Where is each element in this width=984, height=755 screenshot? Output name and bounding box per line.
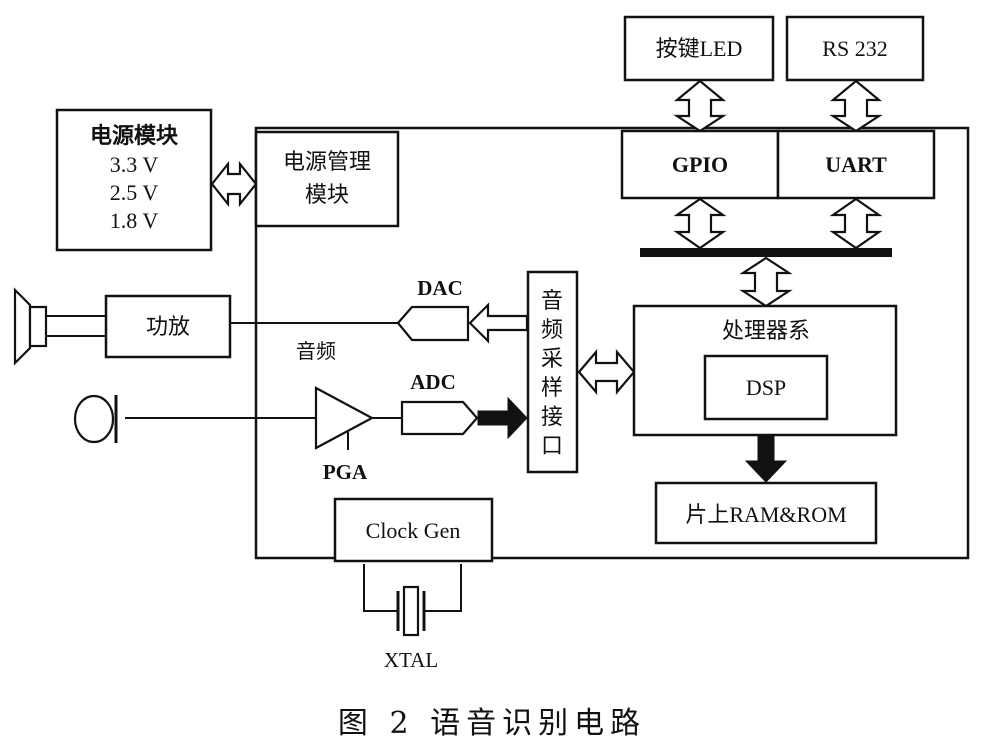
uart-block: UART [776,129,936,200]
gpio-block: GPIO [620,129,780,200]
rs232-label: RS 232 [822,36,887,61]
audio-interface-char-5: 接 [541,404,563,429]
system-bus [640,248,892,257]
processor-label: 处理器系 [722,318,810,343]
audio-interface-char-3: 采 [541,346,563,371]
key-led-block: 按键LED [623,15,775,82]
amplifier-label: 功放 [146,314,190,339]
audio-label: 音频 [296,340,336,363]
audio-interface-char-4: 样 [541,375,563,400]
chip-boundary [254,126,970,560]
rs232-block: RS 232 [785,15,925,82]
interface-to-dac-arrow [468,302,529,344]
pga-amplifier: PGA [314,386,402,484]
interface-processor-arrow [577,349,636,395]
adc-to-interface-arrow [477,396,528,440]
speaker-icon [13,287,106,366]
bus-processor-arrow [739,256,793,308]
microphone-icon [73,394,316,444]
voltage-3v3: 3.3 V [110,152,159,177]
power-module-block: 电源模块 3.3 V 2.5 V 1.8 V [55,108,213,252]
dac-block: DAC [396,276,470,342]
power-management-block: 电源管理 模块 [254,130,400,228]
audio-sampling-interface-block: 音 频 采 样 接 口 [526,270,579,474]
xtal-label: XTAL [384,648,438,672]
audio-interface-char-1: 音 [541,288,563,313]
uart-bus-arrow [829,197,883,250]
power-mgmt-label-2: 模块 [305,182,349,207]
key-led-label: 按键LED [656,36,743,61]
pga-label: PGA [323,460,368,484]
clock-gen-label: Clock Gen [366,518,461,543]
gpio-label: GPIO [672,152,728,177]
gpio-bus-arrow [673,197,727,250]
uart-label: UART [825,152,887,177]
voltage-2v5: 2.5 V [110,180,159,205]
adc-block: ADC [400,370,479,436]
power-bidirectional-arrow [210,160,258,208]
figure-caption: 图 2 语音识别电路 [337,706,647,741]
memory-label: 片上RAM&ROM [685,502,846,527]
amplifier-block: 功放 [104,294,232,359]
adc-label: ADC [410,370,456,394]
memory-block: 片上RAM&ROM [654,481,878,545]
uart-rs232-arrow [829,79,883,133]
clock-gen-block: Clock Gen [333,497,494,563]
audio-interface-char-2: 频 [541,317,563,342]
dsp-block: DSP [703,354,829,421]
voltage-1v8: 1.8 V [110,208,159,233]
power-mgmt-label-1: 电源管理 [283,149,371,174]
power-module-title: 电源模块 [90,123,179,148]
dsp-label: DSP [746,375,786,400]
gpio-keyled-arrow [673,79,727,133]
dac-label: DAC [417,276,463,300]
crystal-oscillator-icon: XTAL [363,564,462,672]
processor-to-memory-arrow [744,435,788,483]
audio-interface-char-6: 口 [541,433,563,458]
